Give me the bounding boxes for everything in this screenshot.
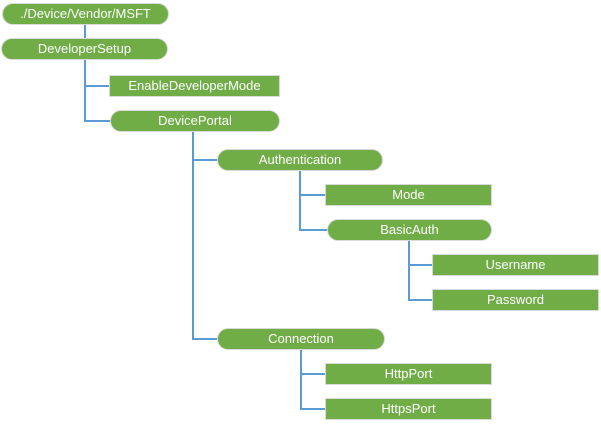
node-authentication: Authentication xyxy=(217,149,383,171)
node-password: Password xyxy=(432,289,599,311)
connector-branch-password xyxy=(408,299,433,301)
node-httpsport-label: HttpsPort xyxy=(381,401,436,416)
node-deviceportal-label: DevicePortal xyxy=(158,113,232,128)
node-basicauth: BasicAuth xyxy=(327,219,492,241)
connector-branch-deviceportal xyxy=(84,120,111,122)
connector-branch-authentication xyxy=(192,159,218,161)
connector-deviceportal-trunk xyxy=(192,132,194,340)
node-mode: Mode xyxy=(325,184,492,206)
node-httpport-label: HttpPort xyxy=(384,366,433,381)
connector-developersetup-trunk xyxy=(84,60,86,122)
connector-branch-httpsport xyxy=(300,408,326,410)
node-username-label: Username xyxy=(485,257,546,272)
node-root-path-label: ./Device/Vendor/MSFT xyxy=(20,6,151,21)
node-connection-label: Connection xyxy=(268,331,334,346)
node-username: Username xyxy=(432,254,599,276)
node-root-path: ./Device/Vendor/MSFT xyxy=(2,3,169,25)
node-password-label: Password xyxy=(486,292,545,307)
connector-authentication-trunk xyxy=(299,171,301,231)
node-developersetup: DeveloperSetup xyxy=(1,38,168,60)
node-mode-label: Mode xyxy=(392,187,425,202)
node-deviceportal: DevicePortal xyxy=(110,110,280,132)
node-developersetup-label: DeveloperSetup xyxy=(37,41,132,56)
connector-branch-mode xyxy=(299,194,326,196)
connector-branch-httpport xyxy=(300,373,326,375)
connector-basicauth-trunk xyxy=(408,241,410,301)
node-httpport: HttpPort xyxy=(325,363,492,385)
connector-branch-username xyxy=(408,264,433,266)
connector-branch-connection xyxy=(192,338,218,340)
connector-branch-enabledevelopermode xyxy=(84,85,110,87)
node-httpsport: HttpsPort xyxy=(325,398,492,420)
connector-branch-basicauth xyxy=(299,229,328,231)
node-enabledevelopermode: EnableDeveloperMode xyxy=(109,75,280,97)
node-basicauth-label: BasicAuth xyxy=(380,222,439,237)
node-connection: Connection xyxy=(217,328,385,350)
node-enabledevelopermode-label: EnableDeveloperMode xyxy=(128,78,261,93)
node-authentication-label: Authentication xyxy=(258,152,342,167)
connector-connection-trunk xyxy=(300,350,302,410)
connector-root-to-developersetup xyxy=(84,25,86,39)
